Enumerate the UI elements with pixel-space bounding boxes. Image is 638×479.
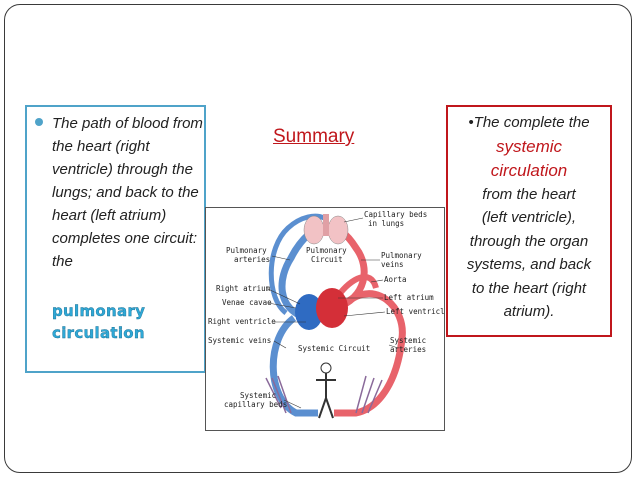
pulmonary-summary-text: The path of blood from the heart (right … xyxy=(52,115,203,270)
human-body-icon xyxy=(316,373,336,419)
label-systemic-capillary-1: Systemic xyxy=(240,391,276,400)
pulmonary-circulation-term: pulmonary circulation xyxy=(52,300,145,344)
slide-title: Summary xyxy=(273,126,355,147)
trachea-shape xyxy=(323,214,329,236)
systemic-summary-box: •The complete the systemic circulation f… xyxy=(446,105,612,337)
human-head-icon xyxy=(320,362,332,374)
label-venae-cavae: Venae cavae xyxy=(222,298,272,307)
right-heart-shape xyxy=(295,294,323,330)
label-pulmonary-circuit-2: Circuit xyxy=(311,255,343,264)
left-heart-shape xyxy=(316,288,348,328)
label-pulmonary-circuit-1: Pulmonary xyxy=(306,246,347,255)
left-lung-shape xyxy=(303,215,325,245)
systemic-text-line-1: •The complete the xyxy=(468,114,590,131)
aorta-vessel xyxy=(335,274,379,298)
slide: Summary The path of blood from the heart… xyxy=(4,4,632,473)
label-left-ventricle: Left ventricle xyxy=(386,307,444,316)
label-systemic-veins: Systemic veins xyxy=(208,336,271,345)
label-capillary-beds-lungs-2: in lungs xyxy=(368,219,404,228)
label-systemic-capillary-2: capillary beds xyxy=(224,400,287,409)
circulation-diagram-svg: Capillary beds in lungs Pulmonary arteri… xyxy=(208,210,450,419)
systemic-text-line-5: systems, and back xyxy=(466,256,592,273)
label-pulmonary-veins-1: Pulmonary xyxy=(381,251,422,260)
label-left-atrium: Left atrium xyxy=(384,293,434,302)
systemic-text-line-6: to the heart (right xyxy=(471,279,587,297)
label-right-atrium: Right atrium xyxy=(216,284,271,293)
label-capillary-beds-lungs-1: Capillary beds xyxy=(364,210,427,219)
pulmonary-summary-box: The path of blood from the heart (right … xyxy=(25,105,206,373)
bullet-icon xyxy=(35,118,43,126)
label-pulmonary-arteries-2: arteries xyxy=(234,255,270,264)
systemic-text-line-2: from the heart xyxy=(482,185,576,203)
systemic-capillary-lines xyxy=(265,375,383,414)
label-systemic-arteries-1: Systemic xyxy=(390,336,426,345)
label-aorta: Aorta xyxy=(384,275,407,284)
pulmonary-word: pulmonary xyxy=(52,302,146,320)
label-pulmonary-arteries-1: Pulmonary xyxy=(226,246,267,255)
label-right-ventricle: Right ventricle xyxy=(208,317,276,326)
leader-lines xyxy=(267,217,399,409)
systemic-text-line-4: through the organ xyxy=(469,232,589,250)
systemic-text-line-7: atrium). xyxy=(503,303,555,320)
circulation-word-red: circulation xyxy=(490,160,568,180)
systemic-word: systemic xyxy=(495,136,563,156)
circulation-word: circulation xyxy=(52,324,145,342)
label-systemic-arteries-2: arteries xyxy=(390,345,426,354)
circulation-diagram: Capillary beds in lungs Pulmonary arteri… xyxy=(205,207,450,431)
label-pulmonary-veins-2: veins xyxy=(381,260,404,269)
systemic-vein-vessel xyxy=(269,315,318,417)
right-lung-shape xyxy=(327,215,349,245)
systemic-text-line-3: (left ventricle), xyxy=(481,209,577,226)
label-systemic-circuit: Systemic Circuit xyxy=(298,344,370,353)
